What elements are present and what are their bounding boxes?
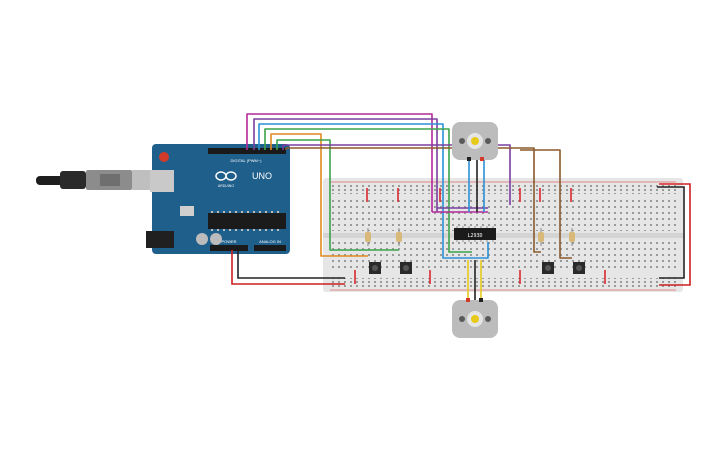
board-model: ARDUINO bbox=[218, 184, 234, 188]
digital-header-label: DIGITAL (PWM~) bbox=[231, 158, 263, 163]
dc-motor-bottom[interactable] bbox=[452, 298, 498, 338]
analog-label: ANALOG IN bbox=[259, 239, 281, 244]
microcontroller-chip bbox=[208, 213, 286, 229]
arduino-uno-board[interactable]: DIGITAL (PWM~) UNO ARDUINO POWER ANALOG … bbox=[146, 144, 290, 254]
driver-chip-label: L293D bbox=[467, 233, 482, 239]
power-header[interactable] bbox=[210, 245, 248, 251]
signal-wires[interactable] bbox=[246, 113, 572, 259]
usb-cable[interactable] bbox=[36, 170, 154, 190]
dc-motor-top[interactable] bbox=[452, 122, 498, 161]
capacitor-icon bbox=[210, 233, 222, 245]
digital-header[interactable] bbox=[208, 148, 286, 154]
power-jack bbox=[146, 231, 174, 248]
motor-shaft-icon bbox=[471, 137, 479, 145]
usb-port bbox=[150, 170, 174, 192]
board-brand: UNO bbox=[252, 171, 272, 181]
power-wires[interactable] bbox=[231, 183, 691, 286]
push-button[interactable] bbox=[369, 262, 585, 274]
capacitor-icon bbox=[196, 233, 208, 245]
breadboard[interactable] bbox=[323, 178, 683, 292]
motor-wires[interactable] bbox=[467, 160, 485, 300]
reset-button[interactable] bbox=[159, 152, 169, 162]
power-label: POWER bbox=[221, 239, 236, 244]
resistor[interactable] bbox=[365, 228, 575, 246]
motor-driver-chip[interactable]: L293D bbox=[454, 226, 496, 242]
motor-shaft-icon bbox=[471, 315, 479, 323]
analog-header[interactable] bbox=[254, 245, 286, 251]
infinity-logo-icon bbox=[215, 171, 237, 181]
rail-jumpers[interactable] bbox=[354, 183, 676, 284]
